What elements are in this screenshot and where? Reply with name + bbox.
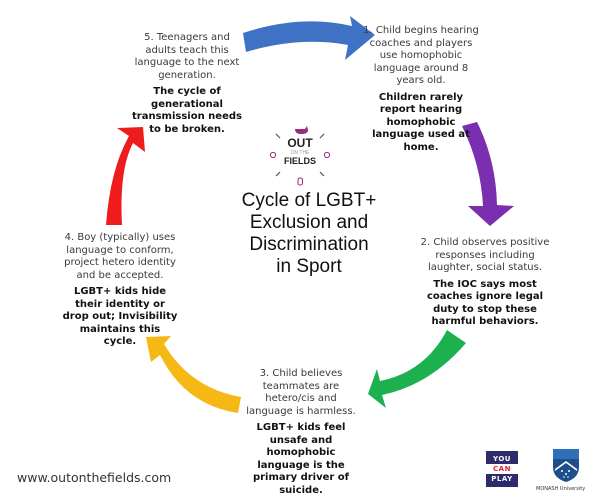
step-5: 5. Teenagers and adults teach this langu… [128,32,246,136]
out-on-the-fields-logo: OUT ON THE FIELDS [268,126,332,186]
step-2-description: 2. Child observes positive responses inc… [420,237,550,273]
step-4: 4. Boy (typically) uses language to conf… [62,232,178,349]
title-line-3: Discrimination [249,234,369,255]
step-2: 2. Child observes positive responses inc… [420,237,550,329]
diagram-title: Cycle of LGBT+ Exclusion and Discriminat… [214,190,404,278]
you-can-play-logo: YOU CAN PLAY [486,451,518,487]
step-1-description: 1. Child begins hearing coaches and play… [363,25,479,86]
ycp-word-you: YOU [493,455,511,463]
arrow-red [106,127,145,225]
step-5-description: 5. Teenagers and adults teach this langu… [134,32,240,81]
step-3-note: LGBT+ kids feel unsafe and homophobic la… [252,422,350,496]
step-5-note: The cycle of generational transmission n… [132,86,242,135]
arrow-purple [462,122,514,226]
logo-wordmark: OUT ON THE FIELDS [282,137,318,167]
website-link[interactable]: www.outonthefields.com [17,470,172,485]
step-1: 1. Child begins hearing coaches and play… [362,25,480,154]
arrow-green [368,330,466,408]
monash-logo-label: MONASH University [536,486,586,492]
step-3-description: 3. Child believes teammates are hetero/c… [246,368,356,417]
step-2-note: The IOC says most coaches ignore legal d… [426,278,544,328]
step-3: 3. Child believes teammates are hetero/c… [243,368,359,497]
step-1-note: Children rarely report hearing homophobi… [372,91,470,153]
logo-word-on-the: ON THE [290,150,310,156]
step-4-description: 4. Boy (typically) uses language to conf… [64,232,176,281]
title-line-4: in Sport [276,256,342,277]
ycp-word-can: CAN [486,464,518,474]
logo-word-out: OUT [287,136,313,150]
whistle-sunburst-icon [269,126,331,186]
title-line-2: Exclusion and [249,212,369,233]
step-4-note: LGBT+ kids hide their identity or drop o… [62,286,178,347]
logo-word-fields: FIELDS [283,156,316,166]
arrow-blue [243,16,375,60]
arrow-yellow [146,336,241,413]
monash-shield-icon [553,449,579,482]
ycp-word-play: PLAY [491,475,513,483]
title-line-1: Cycle of LGBT+ [241,190,377,211]
